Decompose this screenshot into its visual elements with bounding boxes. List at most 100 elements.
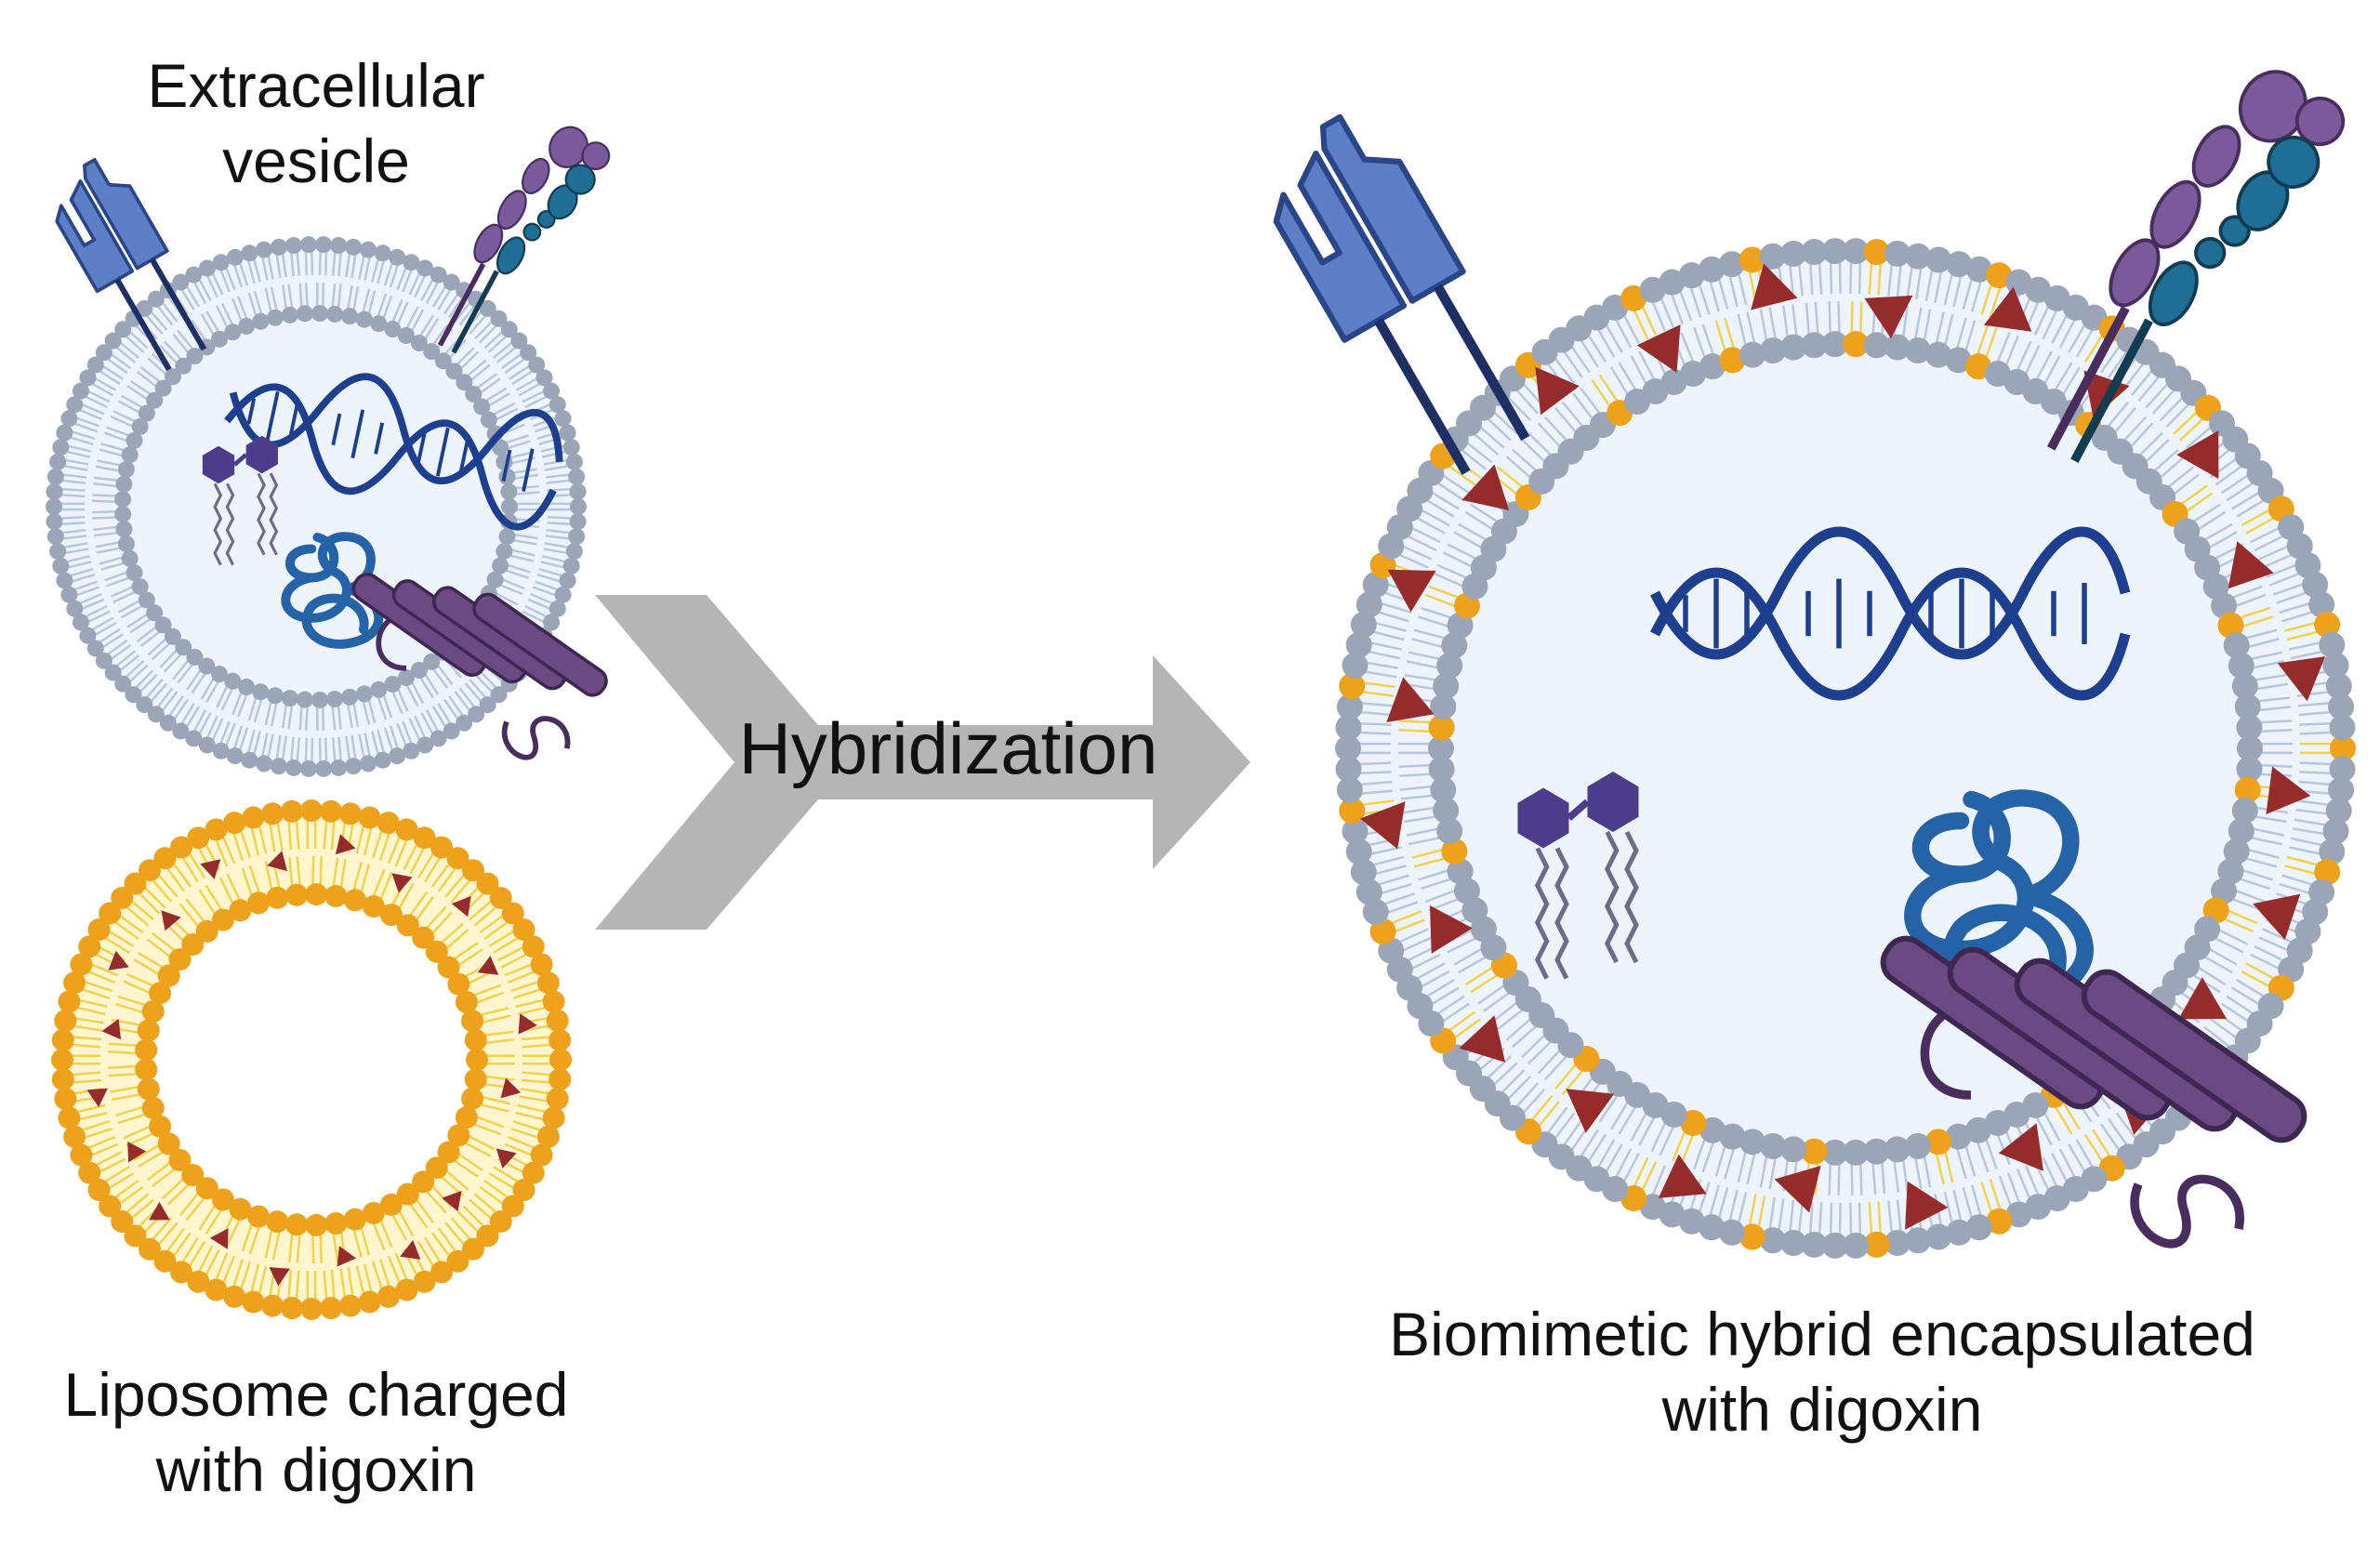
lipid-head	[211, 666, 228, 683]
lipid-head	[425, 1156, 448, 1180]
lipid-head	[2236, 714, 2263, 741]
lipid-head	[104, 664, 122, 681]
lipid-head	[1801, 332, 1828, 359]
lipid-head	[1863, 239, 1890, 266]
lipid-head	[326, 305, 344, 323]
lipid-head	[1843, 331, 1870, 358]
lipid-head	[281, 306, 298, 324]
lipid-head	[490, 686, 508, 704]
lipid-head	[1355, 878, 1382, 905]
lipid-head	[1430, 693, 1457, 720]
lipid-head	[2308, 591, 2335, 618]
biomimetic-hybrid	[1247, 46, 2356, 1259]
lipid-head	[1801, 239, 1828, 266]
liposome	[51, 799, 572, 1320]
lipid-head	[522, 935, 545, 958]
lipid-head	[211, 330, 228, 348]
digoxin-triangle	[108, 950, 129, 971]
lipid-head	[562, 557, 580, 574]
liposome-lipid-heads	[51, 799, 572, 1320]
lipid-head	[512, 1179, 536, 1202]
lipid-head	[343, 889, 366, 912]
lipid-head	[212, 742, 230, 759]
lipid-head	[1904, 337, 1931, 364]
lipid-head	[79, 369, 97, 387]
digoxin-triangle	[518, 1013, 537, 1035]
lipid-head	[224, 324, 242, 341]
lipid-head	[70, 953, 93, 976]
digoxin-triangle	[1461, 464, 1510, 510]
lipid-head	[338, 1294, 362, 1317]
lipid-head	[86, 356, 104, 374]
lipid-head	[492, 557, 509, 574]
digoxin-triangle	[1905, 1181, 1949, 1230]
lipid-head	[2231, 673, 2258, 700]
lipid-head	[164, 368, 181, 386]
lipid-head	[1718, 251, 1745, 278]
arrow-label: Hybridization	[738, 707, 1158, 789]
lipid-head	[1739, 341, 1766, 368]
lipid-head	[136, 696, 153, 714]
lipid-head	[416, 259, 434, 277]
lipid-head	[447, 1124, 470, 1147]
lipid-head	[496, 542, 513, 560]
lipid-head	[569, 513, 587, 531]
lipid-head	[1843, 238, 1870, 265]
lipid-head	[568, 528, 586, 546]
ev-lipid-heads	[46, 236, 587, 777]
lipid-head	[379, 1193, 403, 1216]
lipid-head	[1335, 714, 1362, 741]
lipid-head	[49, 453, 67, 470]
lipid-head	[362, 1201, 385, 1224]
lipid-head	[1801, 1138, 1828, 1165]
lipid-head	[159, 714, 177, 732]
lipid-head	[121, 446, 139, 464]
lipid-head	[413, 826, 436, 850]
lipid-head	[2328, 693, 2355, 720]
lipid-head	[121, 549, 139, 567]
lipid-head	[2237, 735, 2263, 761]
lipid-head	[410, 661, 428, 679]
lipid-head	[462, 859, 485, 882]
lipid-head	[300, 1298, 323, 1320]
lipid-head	[157, 964, 180, 987]
lipid-head	[455, 991, 478, 1014]
lipid-head	[2314, 859, 2341, 886]
lipid-head	[205, 1278, 228, 1301]
lipid-head	[396, 914, 419, 937]
ev-label-line1: Extracellular	[147, 51, 485, 120]
lipid-head	[2294, 552, 2321, 579]
digoxin-triangle-icon	[1359, 263, 2326, 1230]
lipid-head	[2234, 693, 2261, 720]
lipid-head	[1441, 838, 1468, 865]
lipid-head	[1433, 797, 1460, 824]
lipid-head	[1678, 262, 1705, 289]
lipid-head	[1760, 1132, 1787, 1159]
lipid-head	[226, 248, 244, 266]
lipid-head	[1924, 341, 1951, 368]
lipid-head	[2234, 776, 2261, 803]
lipid-head	[46, 498, 62, 515]
digoxin-triangle	[442, 1191, 462, 1212]
lipid-head	[270, 758, 287, 775]
lipid-head	[299, 236, 317, 254]
lipid-head	[296, 305, 313, 323]
lipid-head	[355, 685, 373, 703]
lipid-head	[138, 1237, 161, 1261]
liposome-label-line2: with digoxin	[155, 1434, 477, 1504]
lipid-head	[66, 396, 84, 414]
lipid-head	[252, 683, 270, 701]
lipid-head	[456, 374, 473, 391]
lipid-head	[536, 971, 560, 995]
digoxin-triangle	[400, 1240, 421, 1260]
digoxin-triangle	[2277, 656, 2326, 702]
lipid-head	[522, 1161, 545, 1184]
lipid-head	[446, 1249, 469, 1273]
lipid-head	[403, 742, 420, 759]
lipid-head	[2314, 611, 2341, 638]
digoxin-triangle	[1359, 801, 1406, 850]
lipid-head	[157, 1132, 180, 1155]
lipid-head	[395, 818, 418, 841]
lipid-head	[374, 751, 391, 769]
lipid-head	[489, 886, 512, 909]
